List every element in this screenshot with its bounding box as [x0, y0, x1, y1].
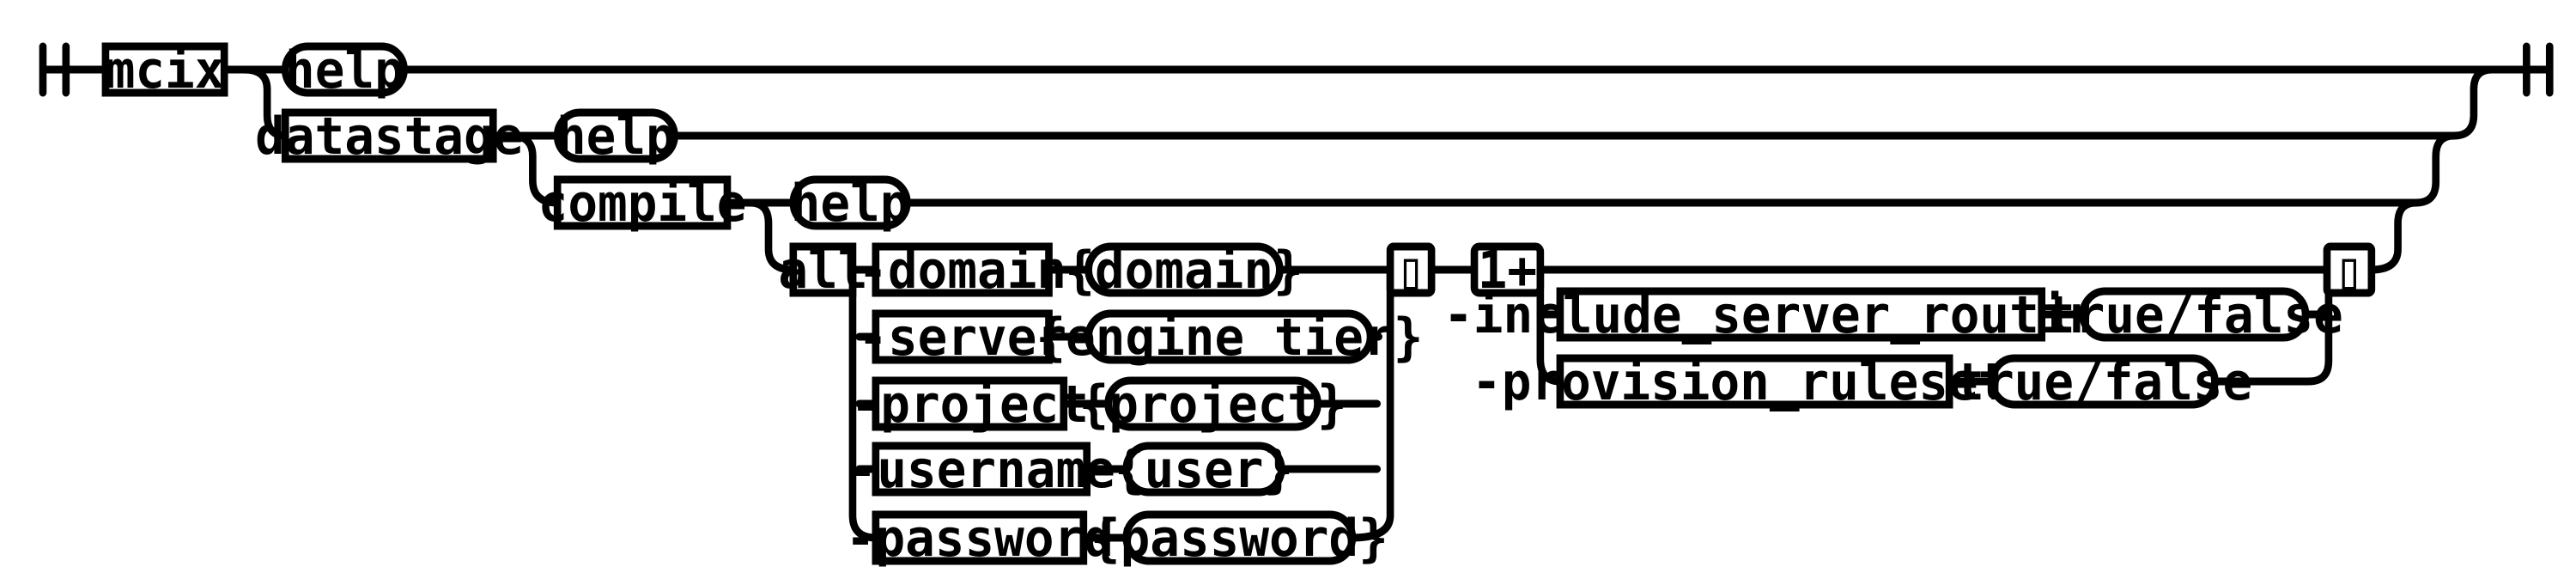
extra-option-provision: -provision_rulesets true/false — [1472, 351, 2252, 411]
option-value: true/false — [1954, 351, 2252, 411]
option-flag: -include_server_routines — [1443, 284, 2158, 344]
option-password: -password {password} — [846, 508, 1388, 568]
group-marker-extra: ▯ — [2323, 240, 2376, 300]
option-value: {engine tier} — [1036, 307, 1423, 367]
group-marker-options: ▯ — [1386, 240, 1436, 300]
rejoin-all — [2367, 198, 2421, 274]
extra-option-include: -include_server_routines true/false — [1443, 284, 2343, 344]
subcommand-label: compile — [538, 173, 747, 233]
group-marker-label: ▯ — [2335, 240, 2365, 300]
subcommand-label: datastage — [255, 106, 523, 166]
help-node-top: help — [281, 40, 408, 100]
command-node: mcix — [101, 40, 228, 100]
help-label: help — [791, 173, 910, 233]
option-username: -username {user} — [848, 439, 1293, 499]
diagram-wires — [39, 42, 2554, 542]
help-node-datastage: help — [553, 106, 678, 166]
repeat-node: 1+ — [1470, 240, 1545, 300]
rejoin-datastage — [2450, 65, 2496, 140]
end-marker — [2488, 42, 2554, 97]
branch-datastage — [240, 65, 289, 140]
group-marker-label: ▯ — [1396, 240, 1426, 300]
command-label: mcix — [106, 40, 225, 100]
help-label: help — [285, 40, 404, 100]
option-flag: -domain — [858, 240, 1066, 300]
subcommand-all: all — [778, 240, 867, 300]
option-value: {project} — [1079, 374, 1347, 434]
subcommand-compile: compile — [538, 173, 747, 233]
option-server: -server {engine tier} — [858, 307, 1423, 367]
option-flag: -username — [848, 439, 1115, 499]
rejoin-compile — [2412, 131, 2458, 207]
option-flag: -password — [846, 508, 1114, 568]
repeat-label: 1+ — [1478, 240, 1537, 300]
branch-compile — [507, 131, 562, 207]
help-label: help — [556, 106, 676, 166]
option-flag: -server — [858, 307, 1066, 367]
option-project: -project {project} — [851, 374, 1347, 434]
branch-all — [746, 198, 798, 274]
option-flag: -provision_rulesets — [1472, 351, 2038, 411]
option-value: {password} — [1091, 508, 1388, 568]
option-value: {domain} — [1065, 240, 1303, 300]
option-value: {user} — [1115, 439, 1293, 499]
help-node-compile: help — [789, 173, 911, 233]
options-left-rail — [848, 265, 880, 542]
option-domain: -domain {domain} — [858, 240, 1303, 300]
subcommand-datastage: datastage — [255, 106, 523, 166]
option-value: true/false — [2045, 284, 2343, 344]
subcommand-label: all — [778, 240, 867, 300]
start-marker — [39, 42, 110, 97]
option-flag: -project — [851, 374, 1089, 434]
